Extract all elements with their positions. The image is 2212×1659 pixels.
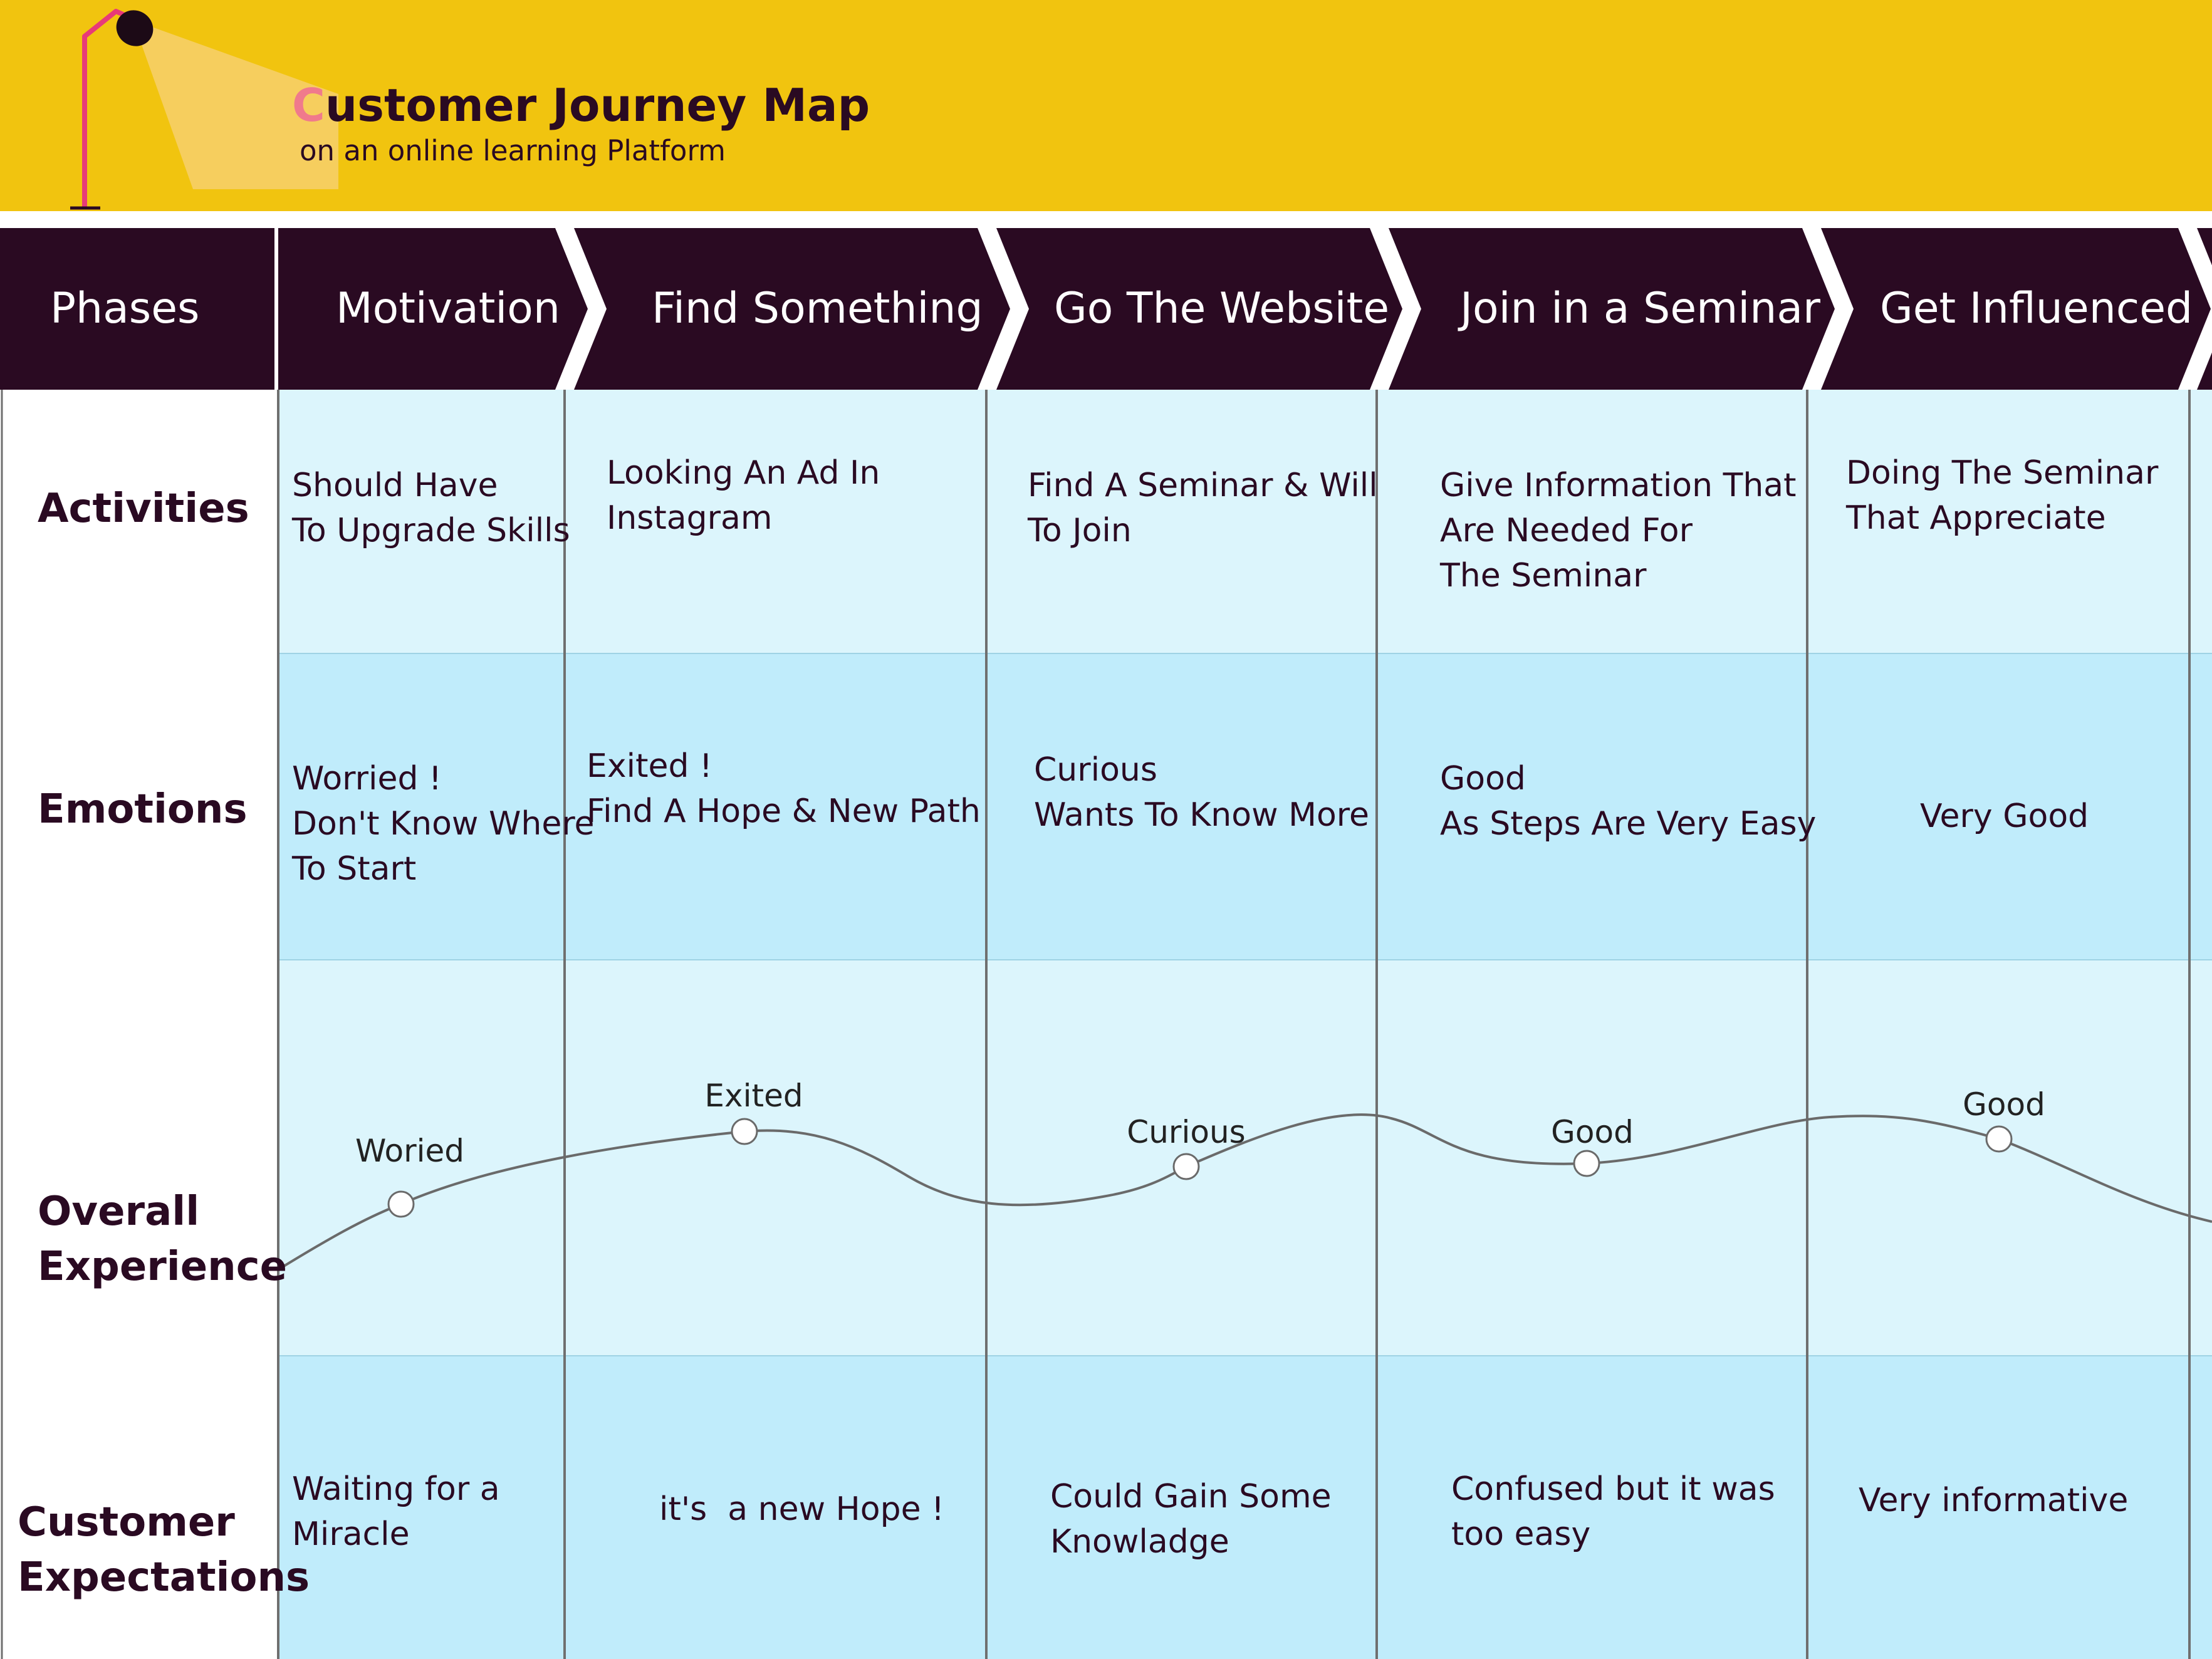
expectation-cell: Confused but it was too easy bbox=[1451, 1470, 1775, 1553]
emotion-cell: Curious Wants To Know More bbox=[1034, 751, 1370, 834]
experience-curve bbox=[279, 1113, 2212, 1269]
emotion-cell: Exited ! Find A Hope & New Path bbox=[587, 747, 981, 830]
point-label: Woried bbox=[355, 1133, 465, 1169]
emotion-cell: Very Good bbox=[1920, 798, 2089, 835]
expectation-cell: Could Gain Some Knowladge bbox=[1050, 1478, 1332, 1561]
phase-get-influenced: Get Influenced bbox=[1880, 284, 2193, 333]
header-band bbox=[0, 0, 2212, 211]
page-title: Customer Journey Map bbox=[292, 79, 870, 132]
point-label: Curious bbox=[1127, 1114, 1246, 1150]
point-label: Good bbox=[1963, 1086, 2045, 1123]
experience-point-marker bbox=[387, 1190, 415, 1218]
phase-join-seminar: Join in a Seminar bbox=[1460, 284, 1821, 333]
point-label: Exited bbox=[704, 1078, 803, 1114]
activity-cell: Looking An Ad In Instagram bbox=[607, 454, 880, 537]
experience-points bbox=[387, 1118, 2013, 1218]
experience-point-marker bbox=[1985, 1125, 2013, 1153]
emotion-cell: Worried ! Don't Know Where To Start bbox=[292, 760, 595, 888]
row-activities-bg bbox=[278, 390, 2212, 653]
row-emotions-bg bbox=[278, 653, 2212, 960]
experience-point-marker bbox=[731, 1118, 758, 1145]
activity-cell: Doing The Seminar That Appreciate bbox=[1846, 454, 2159, 537]
page-subtitle: on an online learning Platform bbox=[300, 134, 726, 167]
row-label-activities: Activities bbox=[38, 486, 249, 532]
phase-go-the-website: Go The Website bbox=[1054, 284, 1390, 333]
desk-lamp-icon bbox=[70, 9, 338, 210]
row-label-emotions: Emotions bbox=[38, 786, 248, 833]
emotion-cell: Good As Steps Are Very Easy bbox=[1440, 760, 1817, 843]
activity-cell: Give Information That Are Needed For The… bbox=[1440, 467, 1797, 595]
point-label: Good bbox=[1551, 1114, 1634, 1150]
phase-find-something: Find Something bbox=[652, 284, 983, 333]
experience-point-marker bbox=[1172, 1153, 1200, 1180]
expectation-cell: Waiting for a Miracle bbox=[292, 1470, 500, 1553]
experience-point-marker bbox=[1573, 1150, 1600, 1177]
row-label-overall: Overall Experience bbox=[38, 1188, 288, 1291]
expectation-cell: it's a new Hope ! bbox=[659, 1490, 944, 1528]
activity-cell: Should Have To Upgrade Skills bbox=[292, 467, 570, 549]
row-expectations-bg bbox=[278, 1356, 2212, 1659]
phases-label: Phases bbox=[50, 284, 200, 333]
activity-cell: Find A Seminar & Will To Join bbox=[1028, 467, 1378, 549]
column-lines bbox=[277, 390, 2191, 1659]
phase-separators bbox=[274, 228, 2212, 390]
expectation-cell: Very informative bbox=[1859, 1482, 2129, 1519]
row-label-expectations: Customer Expectations bbox=[18, 1499, 310, 1601]
phase-motivation: Motivation bbox=[336, 284, 560, 333]
row-overall-bg bbox=[278, 960, 2212, 1356]
